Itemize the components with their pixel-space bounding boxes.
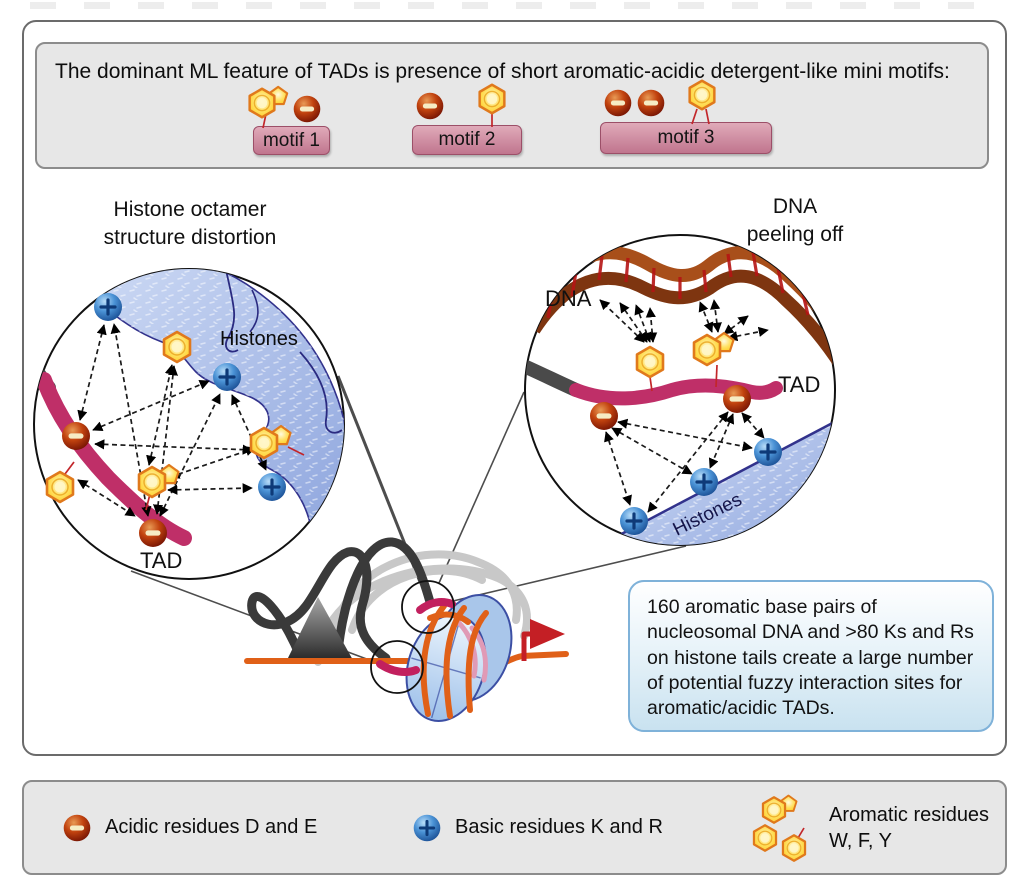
legend-box: Acidic residues D and E Basic residues K…	[22, 780, 1007, 875]
info-box-text: 160 aromatic base pairs of nucleosomal D…	[647, 596, 974, 720]
legend-basic-label: Basic residues K and R	[455, 816, 663, 838]
tad-label-left: TAD	[140, 548, 183, 573]
motif-3-box: motif 3	[600, 122, 772, 154]
motif-2-label: motif 2	[438, 129, 496, 150]
legend-item-basic: Basic residues K and R	[412, 782, 663, 873]
right-inset-title: DNA peeling off	[746, 195, 844, 247]
motif-2-box: motif 2	[412, 125, 522, 155]
legend-acidic-label: Acidic residues D and E	[105, 816, 318, 838]
motif-1-label: motif 1	[262, 129, 321, 151]
basic-residue-icon	[412, 812, 442, 843]
banner-title: The dominant ML feature of TADs is prese…	[55, 60, 950, 83]
info-box: 160 aromatic base pairs of nucleosomal D…	[628, 580, 994, 732]
motif-1-box: motif 1	[253, 126, 330, 155]
aromatic-residues-cluster-icon	[752, 790, 807, 862]
legend-aromatic-label: Aromatic residues W, F, Y	[829, 803, 990, 852]
legend-item-acidic: Acidic residues D and E	[62, 782, 317, 873]
cropped-top-edge-artifact	[30, 2, 990, 9]
dna-label-right: DNA	[545, 286, 592, 311]
acidic-residue-icon	[63, 814, 91, 841]
motif-3-label: motif 3	[657, 127, 715, 148]
tad-label-right: TAD	[778, 372, 821, 397]
left-inset-title: Histone octamer structure distortion	[103, 198, 277, 250]
legend-item-aromatic: Aromatic residues W, F, Y	[752, 782, 989, 873]
histones-label-left: Histones	[220, 328, 298, 350]
